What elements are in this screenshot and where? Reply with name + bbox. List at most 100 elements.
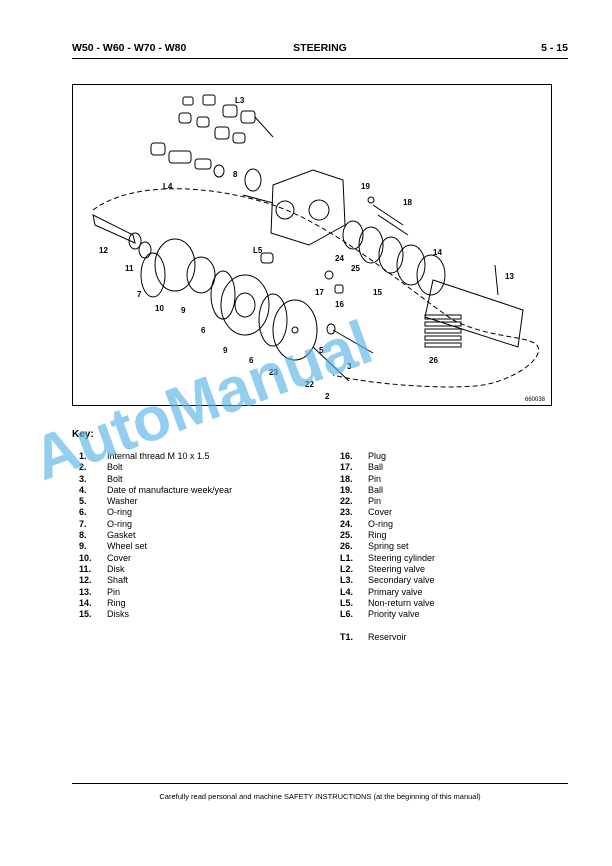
key-item: 24.O-ring (340, 519, 540, 530)
key-item: 13. Pin (79, 587, 329, 598)
key-item-number: 11. (79, 563, 92, 574)
key-item-number: 23. (340, 507, 353, 518)
key-item-text: Priority valve (368, 609, 420, 620)
key-item-number: 17. (340, 462, 353, 473)
callout-26: 26 (429, 356, 438, 365)
key-item: 11. Disk (79, 564, 329, 575)
key-item-number: 12. (79, 575, 92, 586)
header-section: STEERING (293, 42, 347, 54)
key-title: Key: (72, 429, 94, 440)
key-item-text: Bolt (107, 473, 123, 484)
callout-8: 8 (233, 170, 238, 179)
key-item-number: 13. (79, 586, 92, 597)
callout-9: 9 (181, 306, 186, 315)
callout-24: 24 (335, 254, 344, 263)
key-item-number: 14. (79, 597, 92, 608)
callout-13: 13 (505, 272, 514, 281)
callout-16: 16 (335, 300, 344, 309)
exploded-diagram: L3 L4 8 19 18 L5 14 13 12 11 7 10 9 6 24… (72, 84, 552, 406)
key-item-number: 25. (340, 530, 353, 541)
key-item: 1.Internal thread M 10 x 1.5 (79, 451, 329, 462)
key-item: 23. Cover (340, 507, 540, 518)
key-item: 16.Plug (340, 451, 540, 462)
key-item: 14. Ring (79, 598, 329, 609)
callout-17: 17 (315, 288, 324, 297)
key-item: L6. Priority valve (340, 609, 540, 620)
key-item: 26.Spring set (340, 541, 540, 552)
key-item: 9.Wheel set (79, 541, 329, 552)
key-item: 10. Cover (79, 553, 329, 564)
key-item: 8.Gasket (79, 530, 329, 541)
key-item-number: 3. (79, 473, 87, 484)
key-item-number: L3. (340, 575, 354, 586)
footer-note: Carefully read personal and machine SAFE… (159, 792, 481, 801)
key-item: 7.O-ring (79, 519, 329, 530)
callout-10: 10 (155, 304, 164, 313)
key-item-text: O-ring (107, 518, 133, 529)
key-item: L3.Secondary valve (340, 575, 540, 586)
callout-15: 15 (373, 288, 382, 297)
callout-l4: L4 (163, 182, 173, 191)
page-header: W50 - W60 - W70 - W80 STEERING 5 - 15 (72, 42, 568, 56)
callout-12: 12 (99, 246, 108, 255)
key-item-text: Internal thread M 10 x 1.5 (107, 451, 210, 461)
key-item-number: 4. (79, 484, 87, 495)
key-item: 15. Disks (79, 609, 329, 620)
key-item-text: Cover (368, 507, 393, 518)
key-item-number: 10. (79, 552, 92, 563)
key-item-number: L5. (340, 597, 354, 608)
key-item-text: Gasket (107, 530, 136, 541)
key-item-number: 18. (340, 473, 353, 484)
key-item-text: Spring set (368, 541, 409, 552)
key-item: L1.Steering cylinder (340, 553, 540, 564)
key-item-text: Bolt (107, 462, 123, 473)
key-item: 12. Shaft (79, 575, 329, 586)
key-item-number: L6. (340, 609, 354, 620)
key-item: L2. Steering valve (340, 564, 540, 575)
callout-7: 7 (137, 290, 142, 299)
callout-6b: 6 (249, 356, 254, 365)
key-item: 22. Pin (340, 496, 540, 507)
header-rule (72, 58, 568, 59)
key-item-text: Steering cylinder (368, 552, 436, 563)
key-item-text: Pin (107, 586, 121, 597)
key-item-text: Ball (368, 462, 384, 473)
callout-l5: L5 (253, 246, 263, 255)
callout-22: 22 (305, 380, 314, 389)
key-item-text: Disks (107, 609, 129, 620)
key-item-text: Cover (107, 552, 132, 563)
callout-l3: L3 (235, 96, 245, 105)
key-item: 2.Bolt (79, 462, 329, 473)
key-item-text: Pin (368, 473, 382, 484)
key-item-text: Ring (107, 597, 126, 608)
key-item: 25. Ring (340, 530, 540, 541)
figure-reference: 660038 (525, 397, 546, 403)
key-item: 17. Ball (340, 462, 540, 473)
key-item-text: Pin (368, 496, 382, 507)
key-item-text: Shaft (107, 575, 129, 586)
key-item-number: 22. (340, 496, 353, 507)
key-item-number: 6. (79, 507, 87, 518)
key-item: 19.Ball (340, 485, 540, 496)
key-item-number: L2. (340, 563, 354, 574)
key-item-text: Steering valve (368, 563, 426, 574)
callout-5: 5 (319, 346, 324, 355)
header-models: W50 - W60 - W70 - W80 (72, 42, 187, 54)
key-item: L4.Primary valve (340, 587, 540, 598)
header-page-number: 5 - 15 (541, 42, 568, 54)
key-item: 6.O-ring (79, 507, 329, 518)
key-item: 18. Pin (340, 474, 540, 485)
key-item-text: Ring (368, 530, 387, 541)
callout-2: 2 (325, 392, 330, 401)
key-item: 5.Washer (79, 496, 329, 507)
callout-25: 25 (351, 264, 360, 273)
key-item-number: L4. (340, 586, 354, 597)
key-item: T1.Reservoir (340, 632, 540, 643)
key-item-number: 5. (79, 496, 87, 507)
key-item-number: 15. (79, 609, 92, 620)
callout-23: 23 (269, 368, 278, 377)
callout-14: 14 (433, 248, 442, 257)
key-item-text: Disk (107, 563, 125, 574)
